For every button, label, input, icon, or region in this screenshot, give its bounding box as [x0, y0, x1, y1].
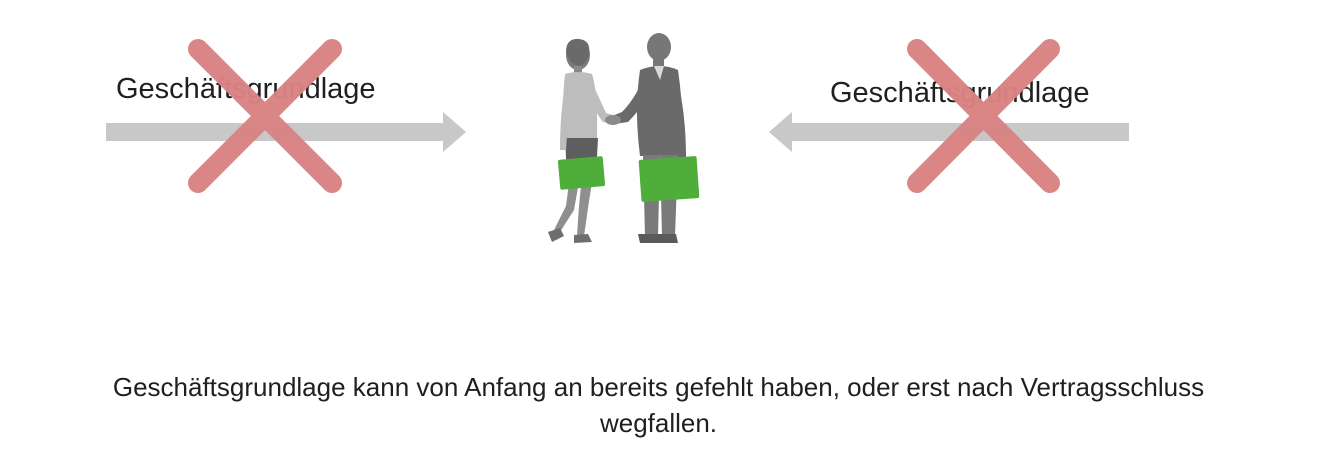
- man-figure-icon: [612, 33, 686, 243]
- briefcase-icon: [557, 156, 606, 190]
- woman-figure-icon: [548, 38, 616, 243]
- briefcase-icon: [638, 156, 700, 202]
- caption-line-2: wegfallen.: [599, 408, 718, 438]
- caption-line-1: Geschäftsgrundlage kann von Anfang an be…: [112, 372, 1205, 402]
- caption: Geschäftsgrundlage kann von Anfang an be…: [0, 369, 1317, 441]
